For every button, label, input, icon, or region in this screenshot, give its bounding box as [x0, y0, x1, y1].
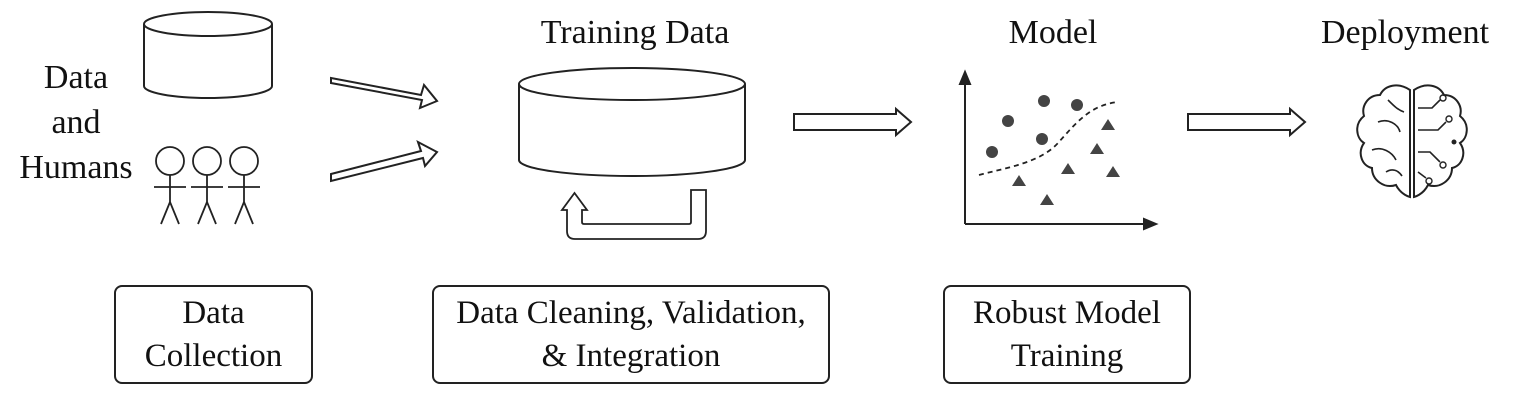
- data-cleaning-line-2: & Integration: [541, 337, 721, 374]
- humans-icon: [154, 146, 260, 225]
- robust-training-line-1: Robust Model: [973, 294, 1161, 331]
- arrow-humans-to-training: [330, 139, 439, 183]
- brain-circuit-icon: [1356, 84, 1468, 199]
- training-data-title: Training Data: [540, 14, 730, 51]
- model-title: Model: [1008, 14, 1098, 51]
- data-cleaning-line-1: Data Cleaning, Validation,: [456, 294, 806, 331]
- source-database-icon: [143, 11, 273, 99]
- data-collection-line-2: Collection: [144, 337, 283, 374]
- model-scatter-icon: [958, 69, 1159, 231]
- robust-training-box: Robust Model Training: [943, 285, 1191, 384]
- source-label-line-1: Data: [43, 59, 109, 96]
- source-label: Data and Humans: [6, 55, 146, 190]
- source-label-line-2: and: [51, 104, 101, 141]
- arrow-to-deployment: [1187, 106, 1307, 138]
- data-cleaning-box: Data Cleaning, Validation, & Integration: [432, 285, 830, 384]
- feedback-loop-icon: [560, 189, 707, 240]
- training-database-icon: [518, 67, 746, 177]
- deployment-title: Deployment: [1320, 14, 1490, 51]
- data-collection-box: Data Collection: [114, 285, 313, 384]
- data-collection-line-1: Data: [182, 294, 245, 331]
- robust-training-line-2: Training: [1010, 337, 1124, 374]
- arrow-to-model: [793, 106, 913, 138]
- source-label-line-3: Humans: [19, 149, 133, 186]
- arrow-db-to-training: [330, 76, 439, 110]
